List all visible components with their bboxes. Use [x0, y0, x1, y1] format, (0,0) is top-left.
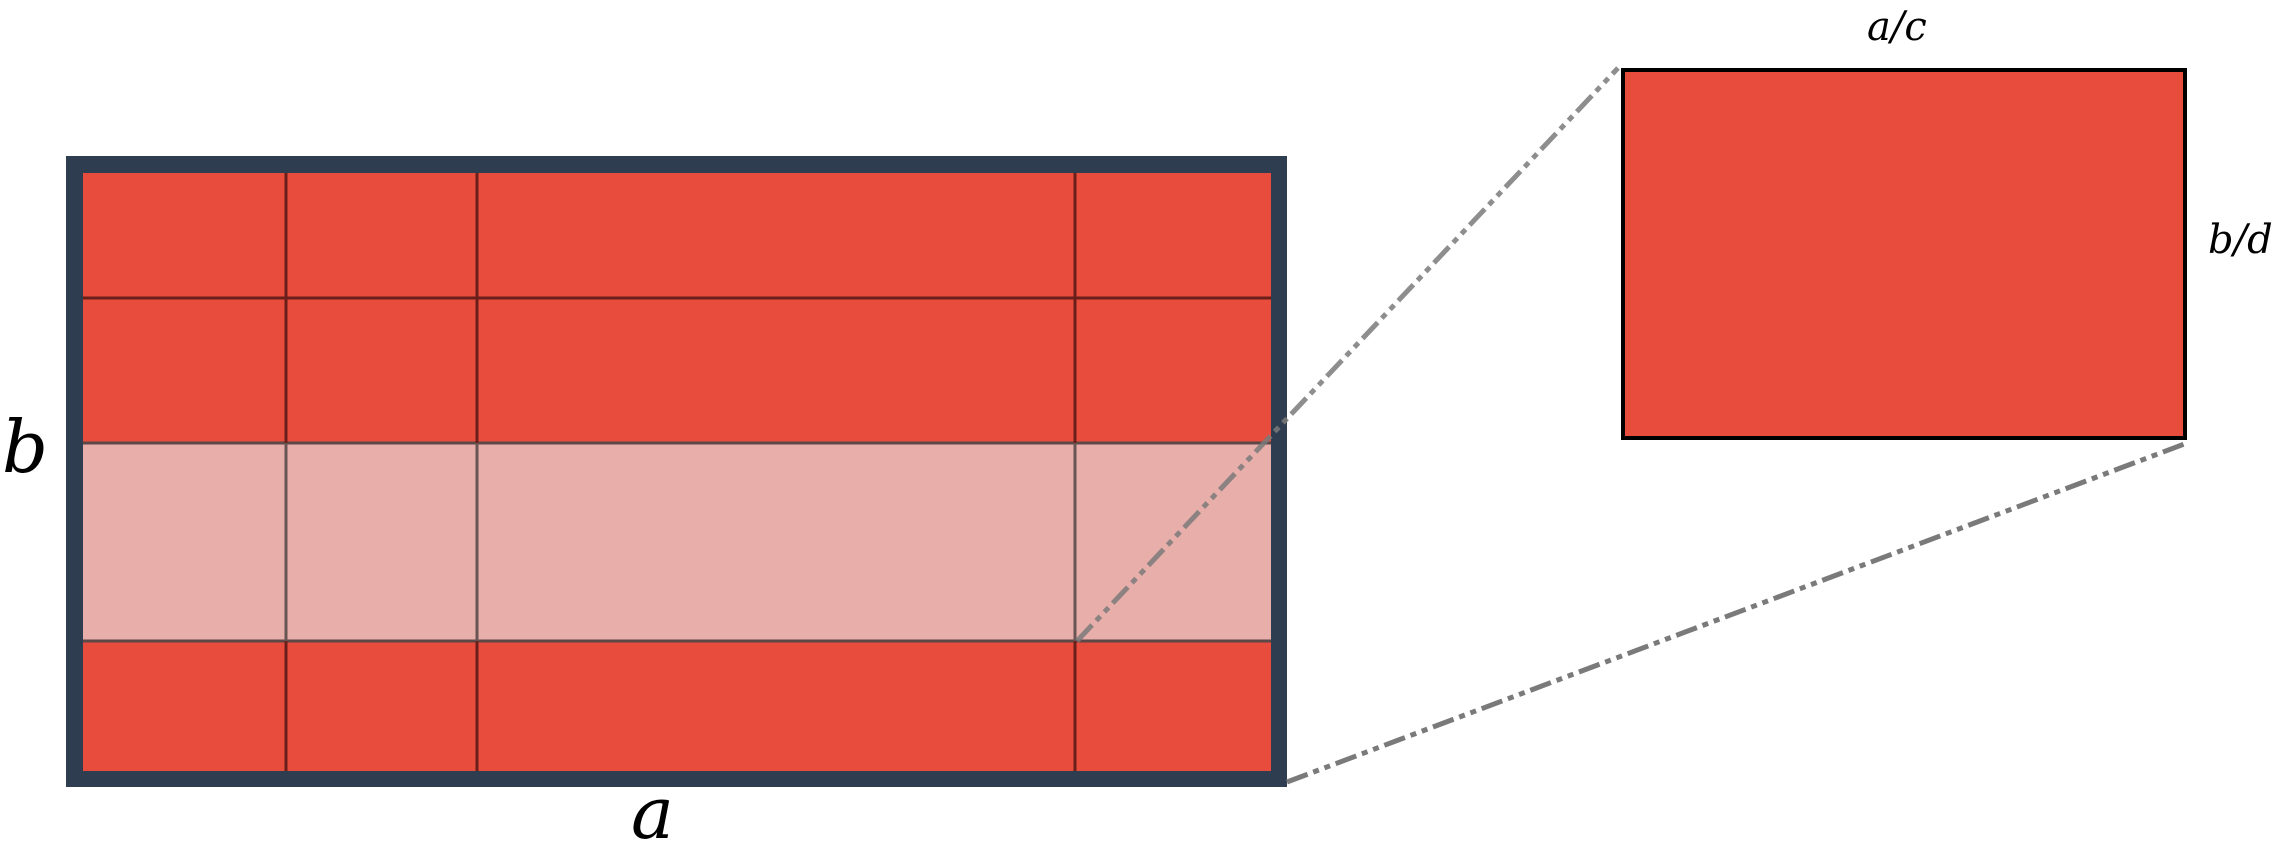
zoomed-cell	[1621, 68, 2187, 440]
zoom-connector-lines	[1075, 66, 2188, 785]
label-b: b	[2, 405, 48, 489]
connector-top	[1075, 66, 1620, 643]
label-a: a	[631, 771, 674, 855]
label-b-over-d: b/d	[2208, 217, 2273, 263]
grid-lines	[83, 173, 1271, 771]
label-a-over-c: a/c	[1867, 4, 1927, 50]
highlighted-row	[83, 443, 1271, 641]
connector-bottom	[1286, 440, 2188, 785]
